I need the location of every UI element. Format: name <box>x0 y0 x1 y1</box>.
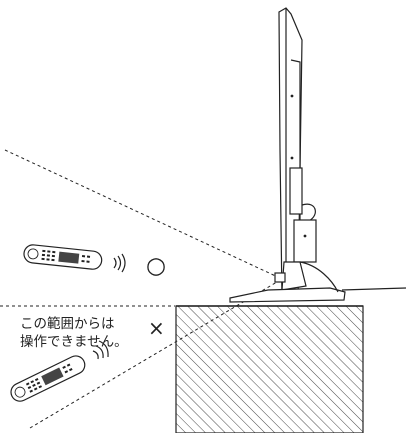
television-side-view <box>229 7 407 303</box>
remote-sensor <box>274 272 286 283</box>
ng-mark: × <box>148 316 165 340</box>
caption-line-2: 操作できません。 <box>20 334 128 350</box>
lower-range-line <box>29 278 283 429</box>
ok-mark: ○ <box>146 253 167 279</box>
remote-control-icon <box>10 355 86 402</box>
signal-waves-icon <box>92 340 109 360</box>
range-lines <box>0 149 283 429</box>
caption-out-of-range: この範囲からは 操作できません。 <box>20 315 128 351</box>
remote-control-icon <box>23 244 103 270</box>
signal-waves-icon <box>113 253 126 273</box>
caption-line-1: この範囲からは <box>20 316 115 332</box>
tv-rack <box>175 305 364 433</box>
upper-range-line <box>4 149 283 280</box>
